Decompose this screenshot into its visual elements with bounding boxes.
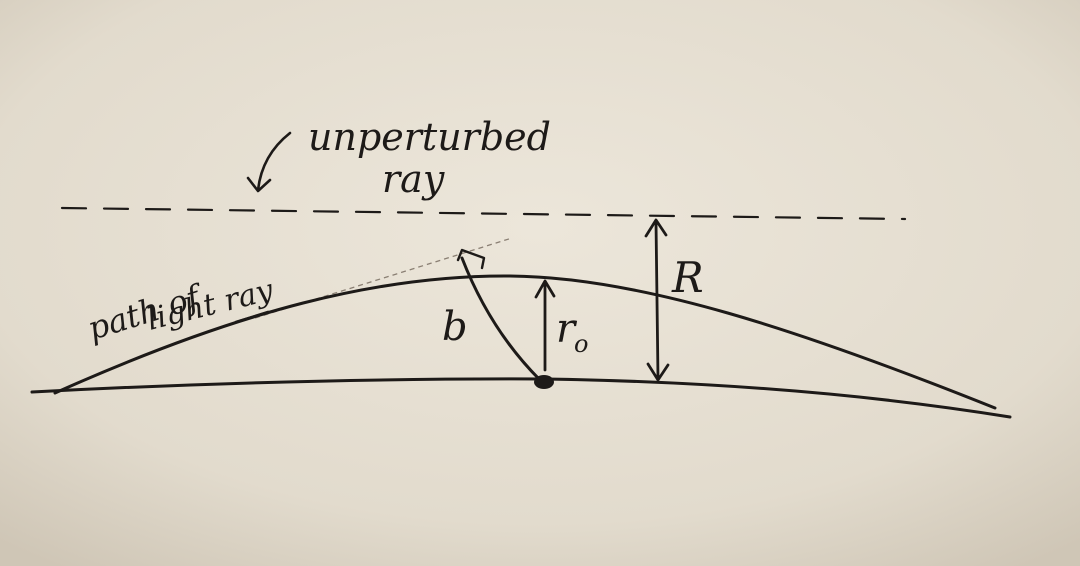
light-ray-path [53, 274, 997, 410]
r0-subscript-label: o [574, 330, 588, 358]
unperturbed-label-line2: ray [382, 157, 445, 201]
central-mass-dot [534, 375, 554, 389]
unperturbed-ray-dashed-line [60, 206, 907, 221]
unperturbed-ray-pointer-arrow [246, 131, 292, 193]
R-double-arrow [644, 218, 670, 382]
tangent-contact-mark [234, 310, 270, 324]
R-label: R [671, 253, 704, 302]
r0-label: r [556, 306, 578, 352]
r0-arrow [534, 279, 556, 372]
right-angle-marker [456, 248, 486, 270]
impact-parameter-line [460, 256, 542, 382]
impact-parameter-label: b [442, 304, 468, 350]
unperturbed-label-line1: unperturbed [308, 115, 551, 159]
